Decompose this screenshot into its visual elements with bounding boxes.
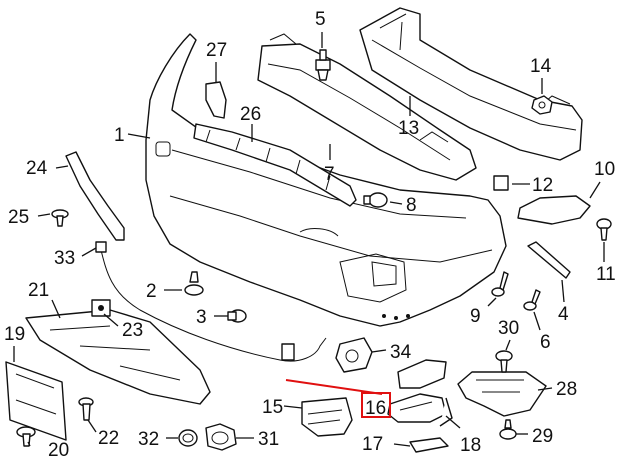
wiring-harness-part-33 — [95, 241, 327, 362]
nut-part-14 — [531, 95, 553, 115]
push-pin-part-9 — [491, 271, 509, 297]
label-part-24: 24 — [26, 158, 48, 179]
label-part-27: 27 — [206, 40, 227, 61]
bolt-part-8 — [363, 192, 388, 208]
trim-piece-part-17 — [409, 437, 449, 453]
label-part-22: 22 — [98, 428, 119, 449]
label-part-31: 31 — [258, 429, 279, 450]
label-part-1: 1 — [114, 125, 125, 146]
highlight-part-16 — [285, 379, 391, 418]
label-part-2: 2 — [146, 281, 157, 302]
fog-cover-part-16 — [387, 359, 447, 423]
push-pin-part-29 — [499, 419, 517, 440]
label-part-5: 5 — [315, 9, 326, 30]
push-pin-part-6 — [523, 289, 541, 311]
label-part-34: 34 — [390, 342, 412, 363]
side-bracket-part-24 — [65, 151, 125, 241]
clip-part-5 — [315, 49, 331, 81]
fog-bezel-part-15 — [301, 397, 353, 437]
upper-bracket-part-26 — [193, 123, 357, 207]
label-part-17: 17 — [362, 434, 383, 455]
label-part-3: 3 — [196, 307, 207, 328]
label-part-29: 29 — [532, 426, 553, 447]
label-part-33: 33 — [54, 248, 75, 269]
label-part-28: 28 — [556, 379, 577, 400]
push-pin-part-25 — [51, 209, 69, 227]
label-part-18: 18 — [460, 435, 481, 456]
label-part-4: 4 — [558, 304, 569, 325]
clip-nut-part-12 — [493, 175, 509, 191]
trim-strip-part-4 — [527, 241, 571, 279]
label-part-15: 15 — [262, 397, 283, 418]
label-part-8: 8 — [406, 195, 417, 216]
label-part-26: 26 — [240, 104, 261, 125]
lower-valance-part-21 — [25, 309, 211, 405]
push-pin-part-22 — [78, 397, 94, 421]
label-part-11: 11 — [596, 264, 616, 285]
push-pin-part-30 — [495, 350, 513, 373]
energy-absorber-part-7 — [257, 33, 477, 181]
label-part-10: 10 — [594, 159, 615, 180]
bolt-part-11 — [596, 218, 612, 241]
air-deflector-part-28 — [457, 371, 547, 417]
leader-lines — [13, 32, 605, 447]
label-part-7: 7 — [324, 164, 335, 185]
screw-part-3 — [227, 309, 247, 323]
fog-lamp-part-31 — [205, 423, 237, 451]
license-bracket-part-19 — [5, 361, 67, 441]
label-part-13: 13 — [398, 118, 419, 139]
label-part-16: 16 — [365, 398, 386, 419]
clip-part-2 — [184, 271, 204, 296]
label-part-25: 25 — [8, 207, 29, 228]
label-part-21: 21 — [28, 280, 49, 301]
side-bracket-part-10 — [517, 195, 591, 225]
label-part-6: 6 — [540, 332, 551, 353]
part-labels: 1 2 3 4 5 6 7 8 9 10 11 12 13 14 15 16 1… — [4, 9, 616, 461]
label-part-12: 12 — [532, 175, 553, 196]
grommet-part-32 — [178, 429, 198, 447]
screw-part-20 — [16, 426, 36, 447]
bracket-part-27 — [205, 81, 227, 119]
label-part-9: 9 — [470, 306, 481, 327]
label-part-14: 14 — [530, 56, 552, 77]
label-part-30: 30 — [498, 318, 519, 339]
label-part-23: 23 — [122, 320, 143, 341]
label-part-32: 32 — [138, 429, 159, 450]
parking-sensor-part-34 — [335, 337, 373, 373]
label-part-20: 20 — [48, 440, 69, 461]
clip-part-23 — [91, 299, 111, 317]
label-part-19: 19 — [4, 324, 25, 345]
